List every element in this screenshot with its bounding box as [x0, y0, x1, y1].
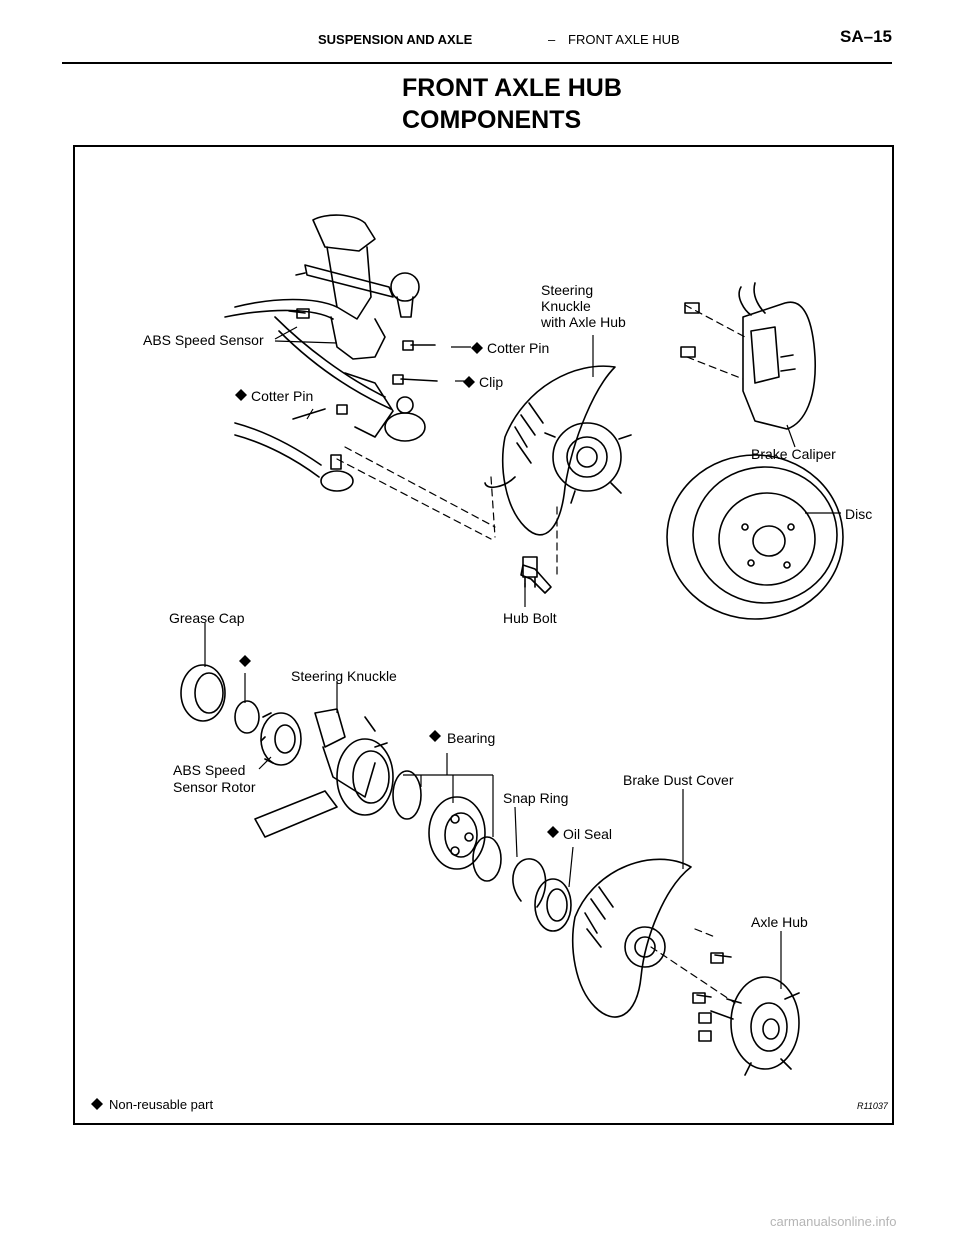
- label-snap-ring: Snap Ring: [503, 790, 568, 806]
- label-oil-seal: Oil Seal: [563, 826, 612, 842]
- label-abs-rotor-2: Sensor Rotor: [173, 779, 256, 795]
- axle-hub-drawing: [710, 976, 800, 1076]
- non-reusable-markers: [91, 342, 559, 1110]
- page-header: SUSPENSION AND AXLE – FRONT AXLE HUB SA–…: [62, 22, 892, 64]
- exploded-diagram: Steering Knuckle with Axle Hub ABS Speed…: [91, 214, 889, 1112]
- label-cotter-pin-upper: Cotter Pin: [487, 340, 549, 356]
- grease-cap-drawing: [180, 664, 226, 722]
- label-steering-knuckle: Steering Knuckle: [291, 668, 397, 684]
- label-abs-rotor-1: ABS Speed: [173, 762, 245, 778]
- components-figure: Steering Knuckle with Axle Hub ABS Speed…: [73, 145, 894, 1125]
- label-cotter-pin-left: Cotter Pin: [251, 388, 313, 404]
- page-title: FRONT AXLE HUB COMPONENTS: [402, 72, 622, 136]
- watermark: carmanualsonline.info: [770, 1214, 897, 1229]
- label-hub-bolt: Hub Bolt: [503, 610, 557, 626]
- label-disc: Disc: [845, 506, 872, 522]
- label-steering-knuckle-axle-hub-1: Steering: [541, 282, 593, 298]
- label-brake-dust-cover: Brake Dust Cover: [623, 772, 734, 788]
- guide-lines-lower: [650, 928, 736, 1004]
- header-separator: –: [548, 32, 556, 47]
- figure-code: R11037: [857, 1101, 889, 1111]
- title-line-2: COMPONENTS: [402, 106, 582, 134]
- label-steering-knuckle-axle-hub-2: Knuckle: [541, 298, 591, 314]
- steering-knuckle-drawing: [254, 708, 394, 838]
- disc-rotor-drawing: [666, 454, 844, 620]
- section-title: FRONT AXLE HUB: [568, 32, 680, 47]
- legend-non-reusable: Non-reusable part: [109, 1097, 213, 1112]
- label-brake-caliper: Brake Caliper: [751, 446, 836, 462]
- knuckle-with-hub-drawing: [484, 365, 632, 588]
- lower-bolts-drawing: [692, 952, 732, 1042]
- hub-bolt-drawing: [520, 564, 552, 594]
- oil-seal-drawing: [534, 878, 572, 932]
- bearing-drawing: [392, 770, 502, 882]
- snap-ring-drawing: [512, 858, 547, 908]
- chapter-title: SUSPENSION AND AXLE: [318, 32, 473, 47]
- label-steering-knuckle-axle-hub-3: with Axle Hub: [540, 314, 626, 330]
- label-abs-speed-sensor: ABS Speed Sensor: [143, 332, 264, 348]
- label-grease-cap: Grease Cap: [169, 610, 245, 626]
- page-number: SA–15: [840, 27, 892, 46]
- label-bearing: Bearing: [447, 730, 495, 746]
- leader-lines: [204, 326, 841, 989]
- brake-dust-cover-drawing: [572, 858, 692, 1018]
- title-line-1: FRONT AXLE HUB: [402, 74, 622, 102]
- label-clip: Clip: [479, 374, 503, 390]
- abs-rotor-drawing: [234, 700, 302, 766]
- brake-caliper-drawing: [680, 282, 816, 430]
- strut-assembly-drawing: [224, 214, 438, 492]
- label-axle-hub: Axle Hub: [751, 914, 808, 930]
